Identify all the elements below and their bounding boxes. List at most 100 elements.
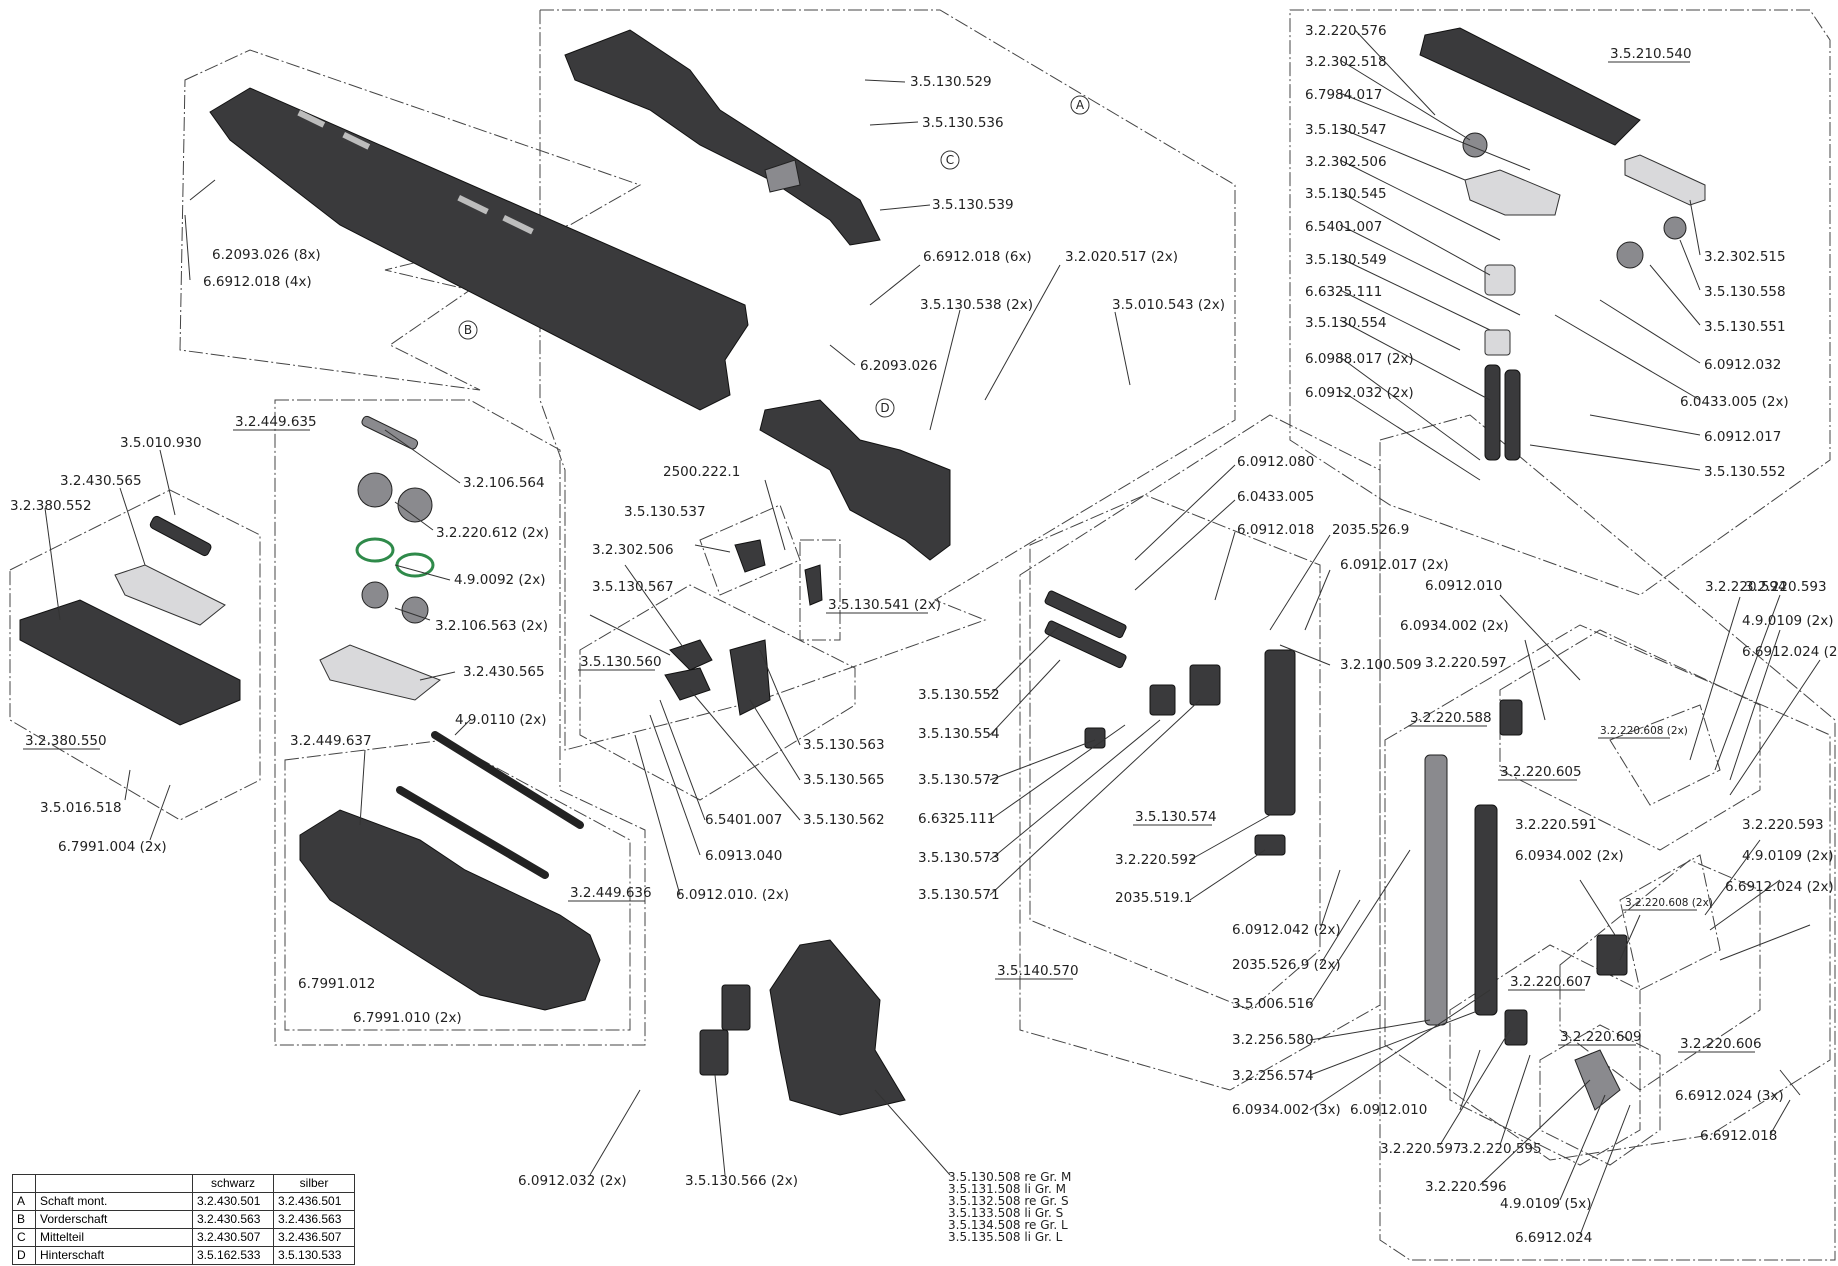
part-label: 3.2.220.594 xyxy=(1705,579,1787,595)
part-220-592 xyxy=(1264,649,1296,816)
part-label: 6.0912.032 (2x) xyxy=(518,1173,627,1189)
group-label: 3.5.130.541 (2x) xyxy=(828,597,941,613)
part-label: 3.5.016.518 xyxy=(40,800,122,816)
table-cell: 3.5.162.533 xyxy=(192,1246,274,1265)
part-302-518 xyxy=(1462,132,1488,158)
callout-a: A xyxy=(1076,98,1085,112)
part-label: 3.5.130.537 xyxy=(624,504,706,520)
part-106-564 xyxy=(361,415,419,450)
part-130-551 xyxy=(1616,241,1644,269)
table-cell: 3.2.430.501 xyxy=(192,1192,274,1211)
part-256-574 xyxy=(1474,804,1498,1016)
part-302-506-mid xyxy=(669,639,713,671)
outline-449-636 xyxy=(284,739,631,1031)
part-label: 3.2.302.506 xyxy=(1305,154,1387,170)
part-label: 6.6325.111 xyxy=(1305,284,1382,300)
outline-220-606 xyxy=(1559,859,1761,1091)
part-0110-b xyxy=(396,786,549,879)
part-label: 3.5.010.930 xyxy=(120,435,202,451)
part-130-549 xyxy=(1484,329,1511,356)
outline-220-605 xyxy=(1499,629,1761,851)
parts xyxy=(19,27,1706,1116)
table-cell: 3.2.436.501 xyxy=(273,1192,355,1211)
outline-top-right xyxy=(1289,9,1831,596)
part-label: 6.0912.017 xyxy=(1704,429,1781,445)
group-label: 3.2.449.636 xyxy=(570,885,652,901)
part-label: 2035.519.1 xyxy=(1115,890,1192,906)
group-label: 3.2.220.605 xyxy=(1500,764,1582,780)
mittelteil-face xyxy=(764,159,801,193)
variant-table: schwarz silber A Schaft mont. 3.2.430.50… xyxy=(12,1174,355,1265)
part-0092-b xyxy=(395,552,435,578)
part-label: 3.5.131.508 li Gr. M xyxy=(948,1182,1066,1196)
part-130-562 xyxy=(664,667,711,701)
part-130-571 xyxy=(1189,664,1221,706)
part-430-565-mid xyxy=(319,644,441,701)
part-label: 3.2.449.637 xyxy=(290,733,372,749)
part-label: 3.5.130.552 xyxy=(1704,464,1786,480)
part-label: 3.5.130.562 xyxy=(803,812,885,828)
part-130-552-b xyxy=(1504,369,1521,461)
part-106-563-a xyxy=(361,581,389,609)
table-cell: Vorderschaft xyxy=(35,1210,193,1229)
outline-380-550 xyxy=(9,489,261,821)
part-butt-plate xyxy=(1419,27,1641,146)
part-label: 6.2093.026 (8x) xyxy=(212,247,321,263)
part-vorderschaft xyxy=(209,87,749,411)
part-label: 6.6912.018 xyxy=(1700,1128,1777,1144)
part-label: 6.0433.005 (2x) xyxy=(1680,394,1789,410)
outline-130-560 xyxy=(579,584,856,801)
table-cell: 3.5.130.533 xyxy=(273,1246,355,1265)
part-label: 6.6912.018 (4x) xyxy=(203,274,312,290)
table-header-cell xyxy=(35,1174,193,1193)
part-label: 6.6912.018 (6x) xyxy=(923,249,1032,265)
part-label: 6.7991.012 xyxy=(298,976,375,992)
part-label: 2035.526.9 (2x) xyxy=(1232,957,1341,973)
part-label: 6.0433.005 xyxy=(1237,489,1314,505)
part-0092-a xyxy=(355,537,395,563)
part-130-545 xyxy=(1484,264,1516,296)
part-label: 6.5401.007 xyxy=(705,812,782,828)
part-label: 6.0913.040 xyxy=(705,848,782,864)
table-header-cell: schwarz xyxy=(192,1174,274,1193)
part-430-565-left xyxy=(114,564,226,626)
callouts: A B C D xyxy=(458,95,1090,418)
table-cell: A xyxy=(12,1192,36,1211)
table-row: D Hinterschaft 3.5.162.533 3.5.130.533 xyxy=(12,1246,355,1265)
table-cell: Schaft mont. xyxy=(35,1192,193,1211)
part-130-537-body xyxy=(734,539,766,573)
part-106-563-b xyxy=(401,596,429,624)
part-220-597-low xyxy=(1504,1009,1528,1046)
table-row: A Schaft mont. 3.2.430.501 3.2.436.501 xyxy=(12,1192,355,1211)
part-label: 3.2.020.517 (2x) xyxy=(1065,249,1178,265)
leader-lines xyxy=(44,29,1821,1236)
callout-d: D xyxy=(880,401,889,415)
group-label: 3.2.449.635 xyxy=(235,414,317,430)
outline-140-570 xyxy=(1019,414,1381,1091)
group-label: 3.2.220.606 xyxy=(1680,1036,1762,1052)
part-label: 3.2.302.506 xyxy=(592,542,674,558)
part-130-547 xyxy=(1464,169,1561,216)
part-566-a xyxy=(721,984,751,1031)
group-label: 3.2.380.550 xyxy=(25,733,107,749)
outline-449-635 xyxy=(274,399,646,1046)
part-labels: 3.5.130.529 3.5.130.536 3.5.130.539 6.69… xyxy=(10,23,1838,1246)
part-label: 3.5.130.563 xyxy=(803,737,885,753)
group-label: 3.2.220.608 (2x) xyxy=(1600,725,1688,737)
part-label: 3.2.100.509 xyxy=(1340,657,1422,673)
outline-group-b xyxy=(179,49,642,391)
group-label: 3.5.210.540 xyxy=(1610,46,1692,62)
part-label: 3.2.220.595 xyxy=(1460,1141,1542,1157)
part-label: 6.0934.002 (2x) xyxy=(1515,848,1624,864)
table-cell: 3.2.430.563 xyxy=(192,1210,274,1229)
table-cell: B xyxy=(12,1210,36,1229)
part-label: 3.2.302.518 xyxy=(1305,54,1387,70)
part-0110-a xyxy=(431,731,584,829)
part-label: 4.9.0109 (5x) xyxy=(1500,1196,1592,1212)
outline-220-608a xyxy=(1609,704,1721,806)
part-label: 3.5.130.539 xyxy=(932,197,1014,213)
table-header-cell: silber xyxy=(273,1174,355,1193)
part-130-573 xyxy=(1149,684,1176,716)
part-220-612-b xyxy=(397,487,433,523)
group-label: 3.5.130.560 xyxy=(580,654,662,670)
